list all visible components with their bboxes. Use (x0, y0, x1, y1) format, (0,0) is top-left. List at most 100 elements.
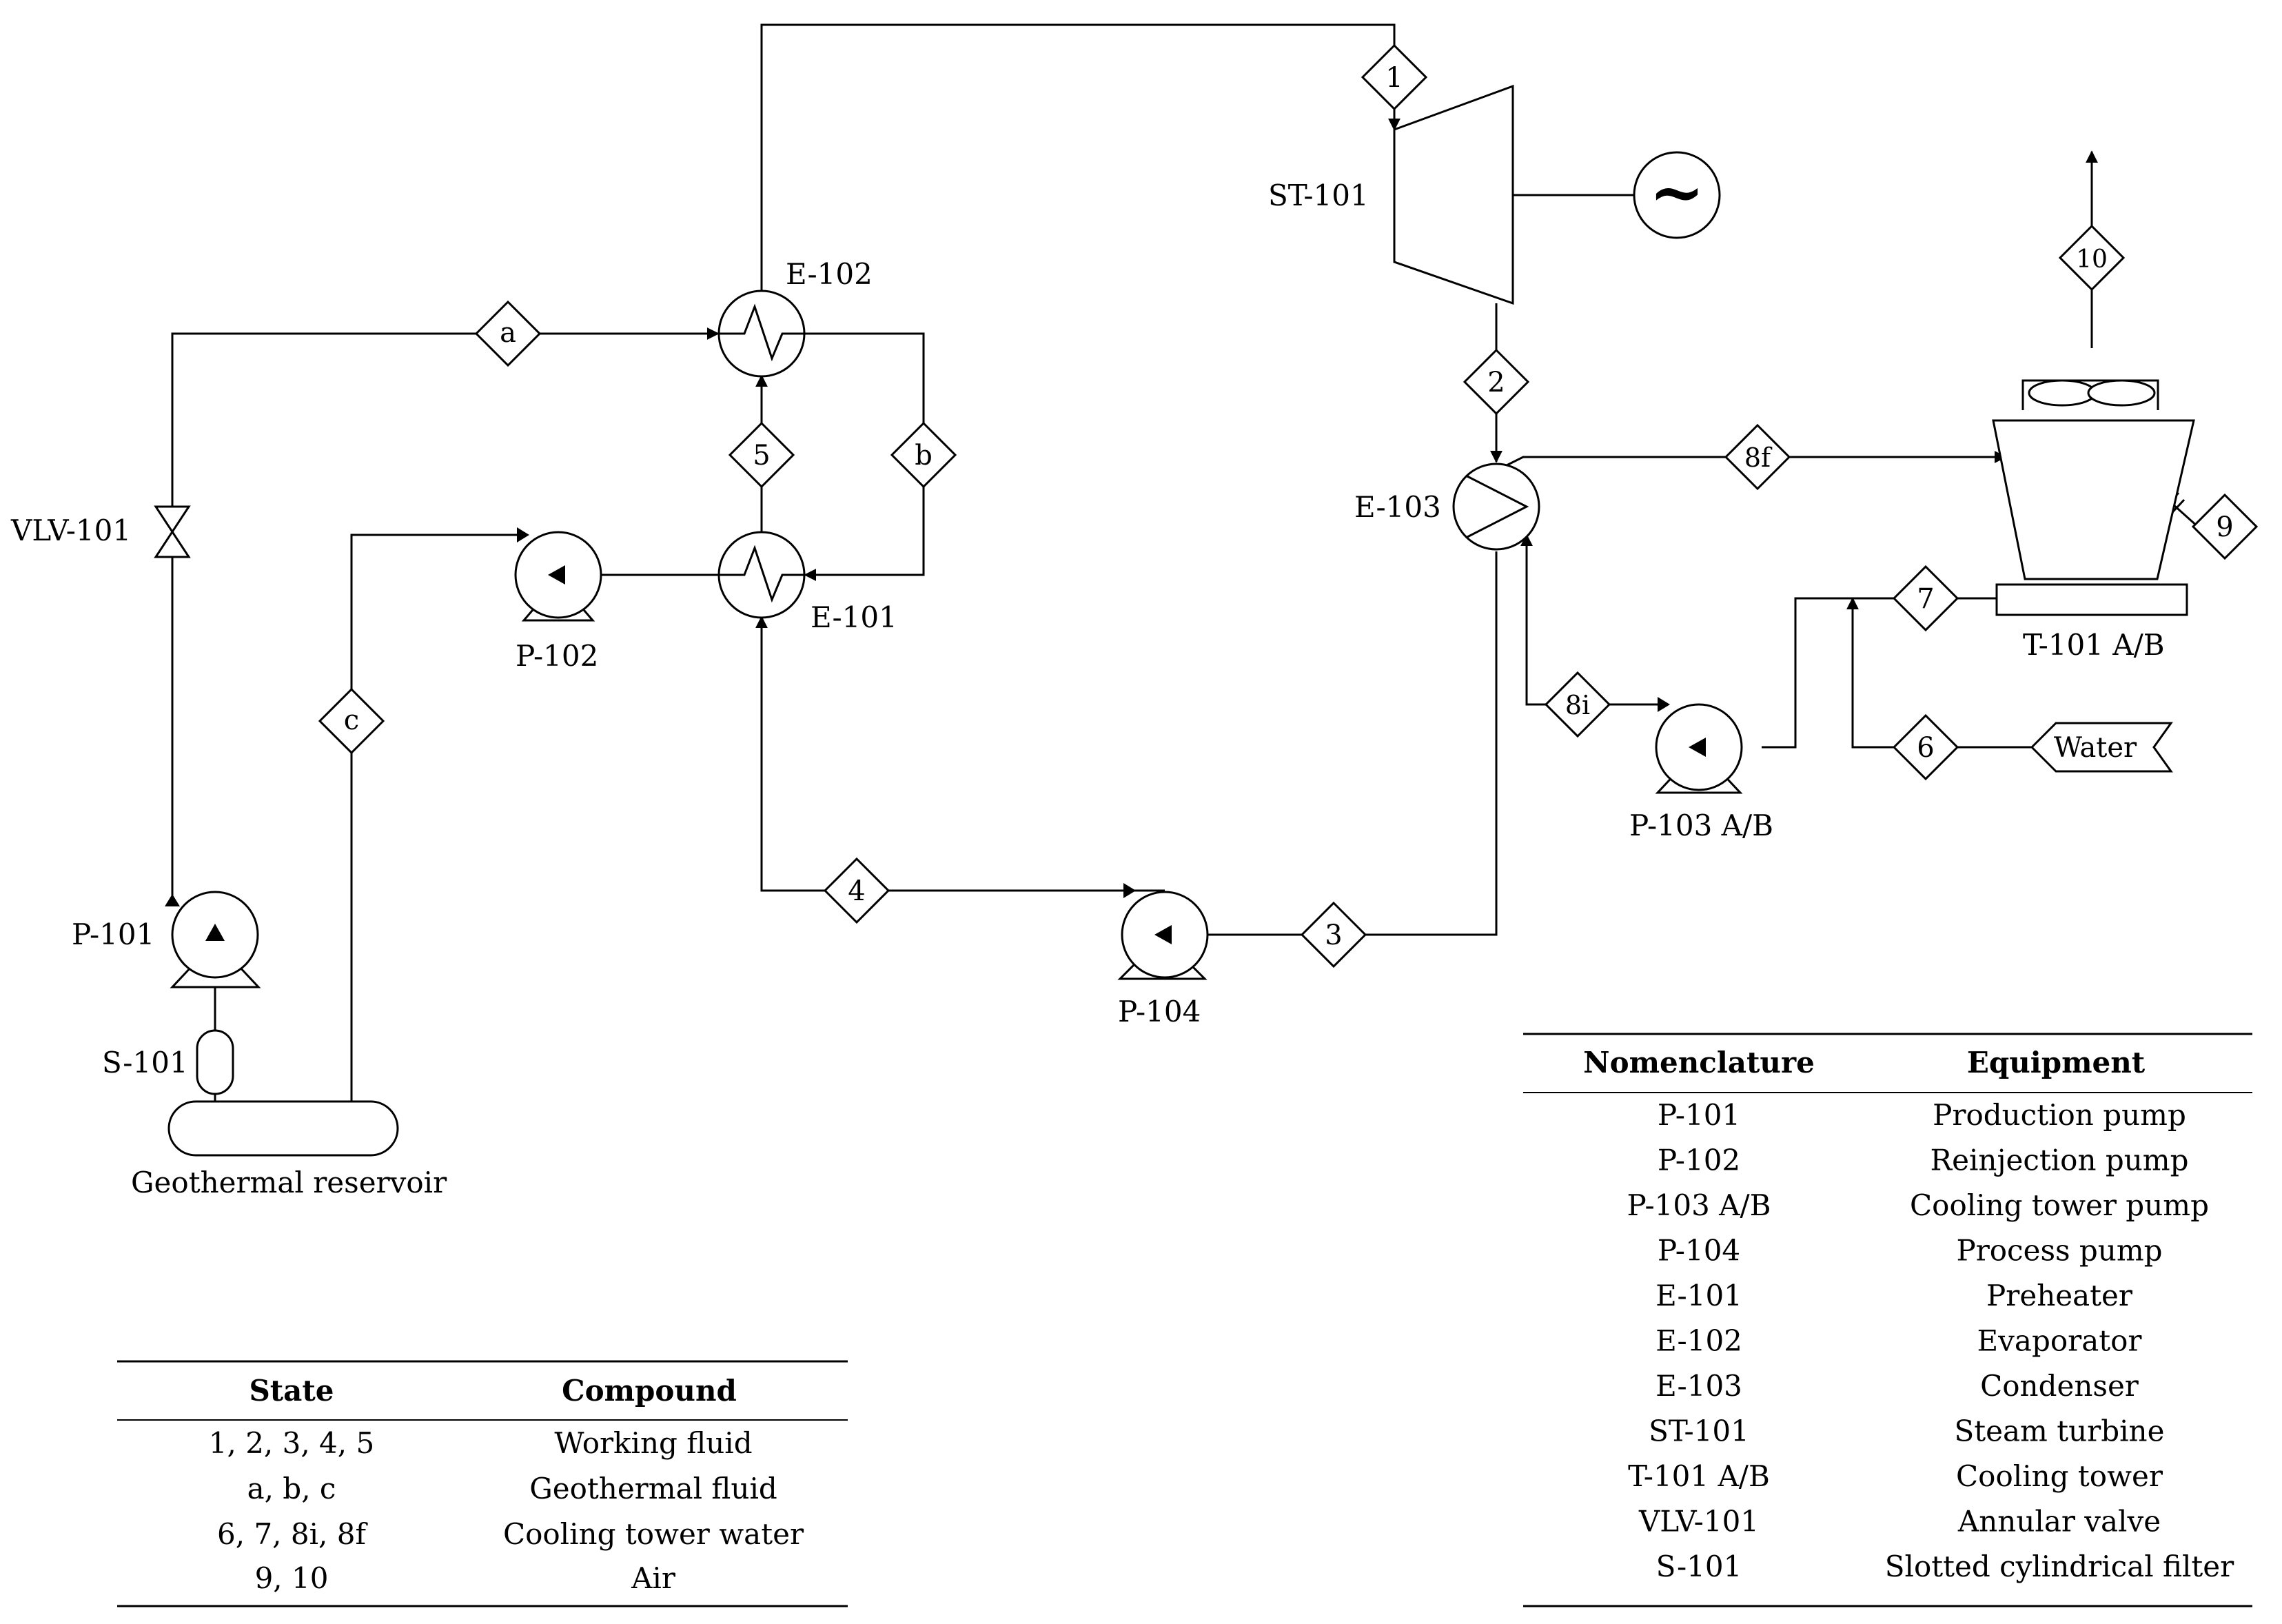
label-vlv101: VLV-101 (10, 514, 131, 547)
nomenclature-equipment: Slotted cylindrical filter (1885, 1550, 2234, 1583)
tag-a: a (500, 317, 516, 349)
state-row-4-state: 9, 10 (255, 1561, 329, 1595)
state-table: State Compound 1, 2, 3, 4, 5 Working flu… (117, 1360, 848, 1607)
valve-vlv101 (154, 505, 191, 558)
label-st101: ST-101 (1268, 179, 1369, 212)
nomenclature-equipment: Production pump (1933, 1098, 2186, 1132)
nomenclature-equipment: Process pump (1956, 1234, 2162, 1268)
tag-9: 9 (2216, 511, 2233, 543)
nomenclature-code: P-104 (1658, 1234, 1740, 1268)
state-row-2-compound: Geothermal fluid (529, 1472, 777, 1505)
nomenclature-code: E-102 (1656, 1324, 1742, 1358)
tag-3-diamond (1300, 901, 1367, 968)
cooling-tower (1992, 419, 2195, 580)
e103-coil (1465, 474, 1529, 539)
filter-s101 (196, 1029, 234, 1095)
nomenclature-code: P-101 (1658, 1098, 1740, 1132)
p104-outlet-icon (1123, 883, 1136, 898)
p103-outlet-icon (1658, 697, 1670, 712)
tag-4-diamond (823, 857, 890, 924)
pipe-stream-8i (1520, 534, 1658, 706)
steam-turbine (1393, 84, 1514, 305)
nomenclature-equipment: Cooling tower (1956, 1459, 2163, 1493)
nomenclature-equipment: Reinjection pump (1930, 1144, 2188, 1177)
state-row-4-compound: Air (631, 1561, 676, 1595)
label-e101: E-101 (811, 600, 897, 634)
tag-1: 1 (1385, 62, 1403, 94)
state-table-header-compound: Compound (562, 1374, 737, 1408)
e101-coil (718, 545, 804, 603)
tag-9-diamond (2191, 493, 2259, 560)
tag-6-diamond (1892, 713, 1959, 781)
tag-4: 4 (848, 875, 865, 907)
condenser-e103 (1452, 463, 1540, 551)
generator-symbol: ~ (1649, 153, 1704, 231)
nomenclature-code: P-102 (1658, 1144, 1740, 1177)
tower-fan-right (2087, 379, 2156, 407)
generator (1633, 151, 1721, 239)
nomenclature-header-nomenclature: Nomenclature (1583, 1046, 1815, 1079)
tag-8f: 8f (1744, 443, 1773, 473)
nomenclature-code: E-101 (1656, 1279, 1742, 1312)
label-e103: E-103 (1354, 490, 1441, 524)
p101-arrow-icon (205, 924, 225, 941)
p104-arrow-icon (1154, 925, 1172, 944)
tower-fan-left (2028, 379, 2097, 407)
p102-arrow-icon (548, 565, 565, 585)
state-row-1-state: 1, 2, 3, 4, 5 (209, 1426, 374, 1460)
tag-8f-diamond (1724, 423, 1791, 491)
state-row-1-compound: Working fluid (554, 1426, 752, 1460)
nomenclature-equipment: Cooling tower pump (1910, 1188, 2209, 1222)
pipe-stream-8f (1502, 451, 2007, 469)
e102-coil (718, 303, 804, 362)
label-s101: S-101 (102, 1046, 188, 1079)
pipe-stream-6 (1846, 597, 2032, 749)
label-p101: P-101 (72, 917, 154, 951)
pipe-stream-4 (755, 616, 1165, 892)
tag-3: 3 (1325, 920, 1342, 951)
label-e102: E-102 (786, 257, 873, 291)
tower-fan-frame (2021, 379, 2159, 410)
nomenclature-code: S-101 (1656, 1550, 1742, 1583)
pipe-stream-3 (1208, 551, 1498, 936)
pipe-stream-c (345, 534, 524, 1129)
tag-8i-diamond (1544, 671, 1611, 738)
tag-5-diamond (728, 421, 795, 489)
pipe-p103-out (1762, 597, 1999, 749)
tag-c-diamond (318, 687, 385, 755)
nomenclature-table: Nomenclature Equipment P-101 Production p… (1523, 1033, 2252, 1607)
nomenclature-equipment: Preheater (1986, 1279, 2133, 1312)
nomenclature-equipment: Condenser (1980, 1369, 2139, 1403)
state-table-header-state: State (249, 1374, 334, 1408)
tag-7-diamond (1892, 565, 1959, 632)
label-p104: P-104 (1118, 995, 1201, 1028)
tag-b-diamond (890, 421, 957, 489)
nomenclature-code: T-101 A/B (1628, 1459, 1770, 1493)
label-p103: P-103 A/B (1629, 809, 1773, 842)
tag-7: 7 (1917, 583, 1934, 615)
state-row-3-compound: Cooling tower water (503, 1517, 804, 1551)
geothermal-reservoir (167, 1100, 399, 1157)
label-reservoir: Geothermal reservoir (131, 1166, 447, 1199)
nomenclature-header-equipment: Equipment (1967, 1046, 2146, 1079)
label-p102: P-102 (516, 639, 598, 673)
tag-a-diamond (474, 300, 542, 367)
nomenclature-equipment: Annular valve (1957, 1505, 2161, 1539)
tag-b: b (915, 440, 933, 471)
label-water: Water (2054, 732, 2137, 764)
nomenclature-equipment: Steam turbine (1955, 1414, 2165, 1448)
label-t101: T-101 A/B (2023, 628, 2165, 662)
tag-5: 5 (753, 440, 770, 471)
nomenclature-code: P-103 A/B (1627, 1188, 1771, 1222)
p101-outlet-icon (165, 894, 180, 906)
tag-1-diamond (1361, 43, 1428, 111)
p103-arrow-icon (1689, 738, 1706, 757)
state-row-3-state: 6, 7, 8i, 8f (217, 1517, 368, 1551)
state-row-2-state: a, b, c (247, 1472, 336, 1505)
tag-2-diamond (1463, 348, 1530, 416)
pipe-stream-1 (760, 23, 1400, 292)
tag-10-diamond (2058, 224, 2126, 292)
tag-2: 2 (1487, 367, 1505, 398)
water-source (2030, 722, 2173, 773)
